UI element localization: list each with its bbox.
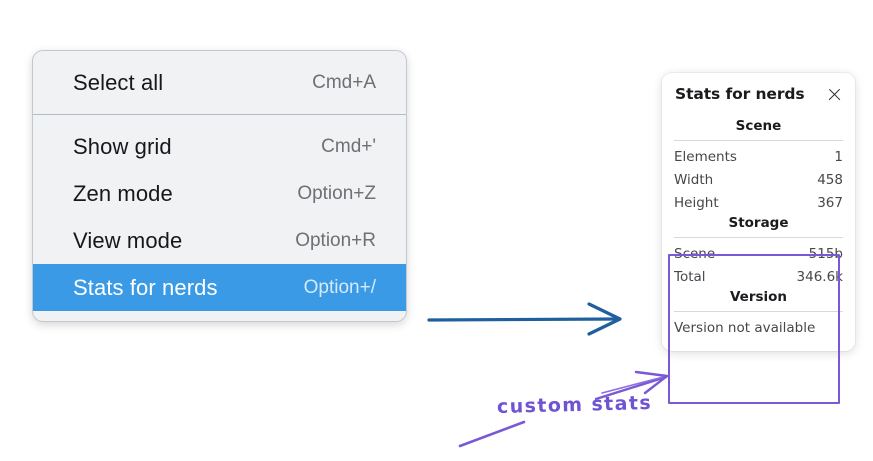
- stat-value: 1: [834, 148, 843, 165]
- menu-item-label: View mode: [73, 227, 183, 253]
- menu-group-1: Select all Cmd+A: [33, 51, 406, 114]
- menu-group-2: Show grid Cmd+' Zen mode Option+Z View m…: [33, 115, 406, 311]
- section-title-version: Version: [729, 289, 788, 305]
- stat-row-storage-total: Total 346.6k: [662, 265, 855, 288]
- menu-item-shortcut: Option+R: [295, 229, 376, 251]
- menu-item-shortcut: Cmd+': [321, 135, 376, 157]
- stat-row-storage-scene: Scene 515b: [662, 242, 855, 265]
- stat-row-elements: Elements 1: [662, 145, 855, 168]
- arrow-right-icon: [427, 302, 622, 336]
- menu-item-show-grid[interactable]: Show grid Cmd+': [33, 123, 406, 170]
- context-menu[interactable]: Select all Cmd+A Show grid Cmd+' Zen mod…: [32, 50, 407, 322]
- menu-item-shortcut: Option+/: [303, 276, 376, 298]
- menu-item-label: Zen mode: [73, 180, 173, 206]
- menu-item-shortcut: Option+Z: [297, 182, 376, 204]
- menu-item-select-all[interactable]: Select all Cmd+A: [33, 59, 406, 106]
- menu-item-view-mode[interactable]: View mode Option+R: [33, 217, 406, 264]
- menu-item-shortcut: Cmd+A: [312, 71, 376, 93]
- menu-item-label: Stats for nerds: [73, 274, 218, 300]
- stat-key: Scene: [674, 245, 716, 262]
- stat-value: 458: [817, 171, 843, 188]
- stat-key: Height: [674, 194, 719, 211]
- menu-item-label: Show grid: [73, 133, 172, 159]
- version-not-available-text: Version not available: [674, 320, 816, 336]
- section-title-storage: Storage: [728, 215, 789, 231]
- stats-panel-header: Stats for nerds: [662, 85, 855, 103]
- stat-key: Elements: [674, 148, 737, 165]
- close-icon[interactable]: [826, 86, 843, 103]
- stats-panel-title: Stats for nerds: [675, 85, 805, 103]
- stat-key: Width: [674, 171, 714, 188]
- stat-row-width: Width 458: [662, 168, 855, 191]
- menu-item-stats-for-nerds[interactable]: Stats for nerds Option+/: [33, 264, 406, 311]
- stat-value: 367: [817, 194, 843, 211]
- section-divider: [674, 311, 843, 312]
- menu-item-label: Select all: [73, 69, 164, 95]
- menu-item-zen-mode[interactable]: Zen mode Option+Z: [33, 170, 406, 217]
- stat-key: Total: [674, 268, 706, 285]
- stat-row-height: Height 367: [662, 191, 855, 214]
- section-title-scene: Scene: [735, 118, 782, 134]
- menu-separator: [33, 114, 406, 115]
- underline-stroke-icon: [458, 420, 526, 448]
- section-divider: [674, 237, 843, 238]
- section-divider: [674, 140, 843, 141]
- stat-value: 515b: [808, 245, 843, 262]
- stats-for-nerds-panel: Stats for nerds Scene Elements 1 Width 4…: [662, 73, 855, 351]
- stat-value: 346.6k: [796, 268, 843, 285]
- custom-stats-annotation: custom stats: [496, 391, 653, 419]
